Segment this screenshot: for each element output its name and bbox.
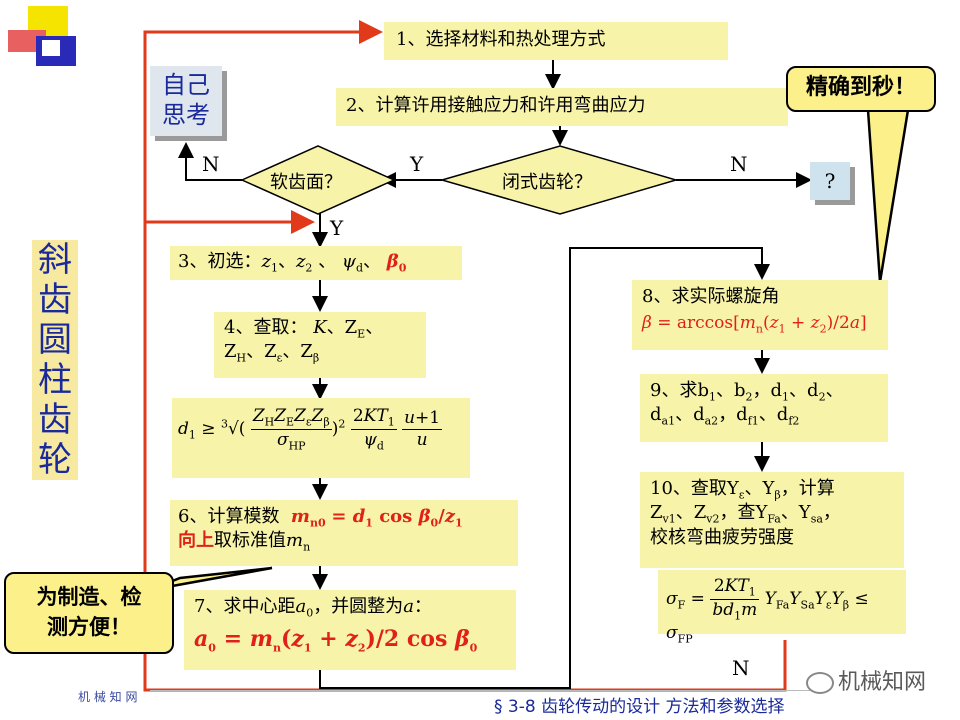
step-10-box: 10、查取Yε、Yβ，计算 Zv1、Zv2，查YFa、Ysa， 校核弯曲疲劳强度: [640, 472, 904, 568]
watermark: 机械知网: [806, 664, 926, 696]
step-8-box: 8、求实际螺旋角 β = arccos[mn(z1 + z2)/2a]: [632, 280, 888, 350]
closed-gear-diamond: [439, 145, 679, 215]
step-7-box: 7、求中心距a0，并圆整为a： a0 = mn(z1 + z2)/2 cos β…: [184, 590, 516, 670]
step-1-box: 1、选择材料和热处理方式: [384, 22, 728, 60]
soft-tooth-diamond: [240, 145, 396, 215]
label-n-left: N: [202, 152, 220, 176]
side-title: 斜 齿 圆 柱 齿 轮: [32, 240, 78, 480]
label-n-bottom: N: [732, 656, 750, 680]
corner-decoration: [0, 0, 90, 70]
callout-precise: 精确到秒！: [786, 66, 936, 112]
question-box: ?: [810, 162, 850, 200]
callout-manufacture: 为制造、检 测方便！: [4, 572, 174, 654]
label-y-down: Y: [330, 216, 344, 240]
step-2-box: 2、计算许用接触应力和许用弯曲应力: [336, 88, 788, 126]
wechat-icon: [806, 672, 834, 694]
step-3-box: 3、初选：z1、z2 、 ψd、 β0: [170, 246, 462, 280]
step-6-box: 6、计算模数 mn0 = d1 cos β0/z1 向上取标准值mn: [170, 500, 518, 566]
label-y-mid: Y: [410, 152, 424, 176]
soft-tooth-label: 软齿面？: [270, 172, 342, 193]
think-box: 自己 思考: [150, 66, 222, 136]
footer-left: 机 械 知 网: [78, 690, 138, 704]
step-9-box: 9、求b1、b2，d1、d2、 da1、da2，df1、df2: [640, 374, 888, 442]
footer-line: [150, 690, 810, 691]
label-n-right: N: [730, 152, 748, 176]
step-4-box: 4、查取： K、ZE、 ZH、Zε、Zβ: [214, 312, 426, 378]
footer-section: § 3-8 齿轮传动的设计 方法和参数选择: [494, 697, 785, 717]
closed-gear-label: 闭式齿轮？: [502, 172, 592, 193]
